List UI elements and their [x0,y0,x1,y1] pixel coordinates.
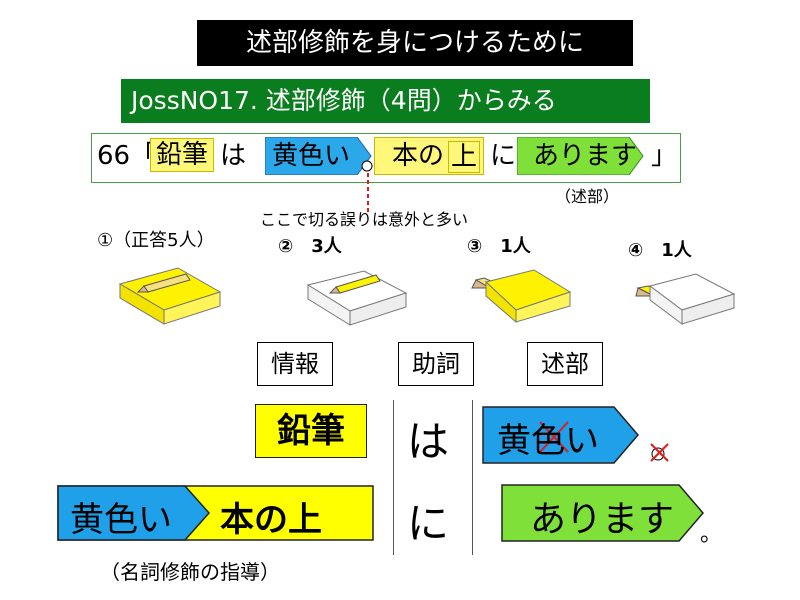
header-particle: 助詞 [398,342,474,386]
sentence-close-quote: 」 [651,141,678,171]
option-4-image [635,273,736,325]
row2-predicate-shape [501,484,704,542]
column-divider-left [393,400,394,555]
sentence-word-aru-shape [517,137,644,175]
option-3-label: ③ 1人 [467,236,531,257]
sentence-word-top: 上 [448,141,480,173]
row1-error-cross [650,443,669,462]
sentence-word-aru: あります [533,141,638,171]
row2-info-shape [57,485,374,541]
sentence-particle-ni: に [490,141,517,171]
sentence-word-yellow: 黄色い [272,141,351,171]
error-cut-marker [361,160,373,212]
sentence-particle-ha: は [220,141,247,171]
option-4-label: ④ 1人 [628,240,692,261]
row1-info: 鉛筆 [255,404,367,458]
predicate-note: （述部） [555,187,620,206]
option-1-label: ①（正答5人） [97,230,215,251]
row1-particle: は [407,417,450,466]
row2-predicate: あります [530,499,675,540]
option-1-image [118,267,222,325]
footer-note: （名詞修飾の指導） [100,560,280,584]
sentence-word-book: 本の [392,141,445,171]
row2-period: 。 [700,522,723,547]
subtitle-banner: JossNO17. 述部修飾（4問）からみる [121,79,650,123]
row2-info-b: 本の上 [220,500,322,540]
row1-predicate: 黄色い [497,421,599,461]
column-divider-right [472,400,473,555]
row2-info-a: 黄色い [70,500,172,540]
page-title: 述部修飾を身につけるために [197,20,633,66]
sentence-number: 66「 [97,141,157,171]
option-3-image [471,269,572,324]
error-note: ここで切る誤りは意外と多い [260,210,469,229]
row2-particle: に [407,499,450,548]
row1-predicate-shape [482,406,639,464]
sentence-word-pencil: 鉛筆 [150,138,214,172]
header-info: 情報 [257,342,333,386]
option-2-label: ② 3人 [278,236,342,257]
option-2-image [306,270,408,326]
header-predicate: 述部 [527,342,603,386]
